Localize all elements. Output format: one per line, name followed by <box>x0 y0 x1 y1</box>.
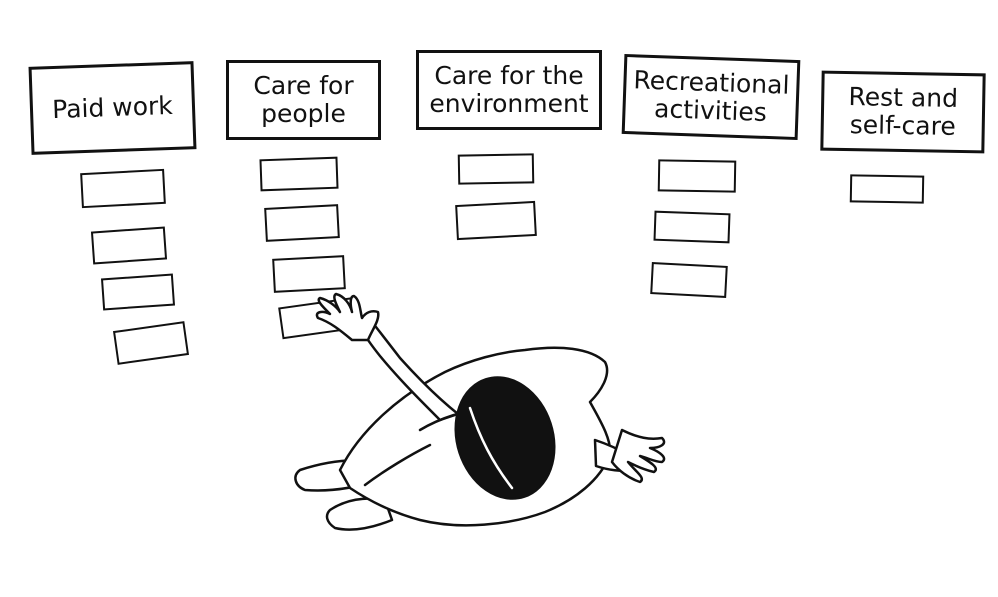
category-label: Care for the environment <box>429 61 589 118</box>
category-label: Care for people <box>253 71 354 128</box>
category-card-care-for-environment: Care for the environment <box>416 50 602 130</box>
category-card-care-for-people: Care for people <box>226 60 381 140</box>
